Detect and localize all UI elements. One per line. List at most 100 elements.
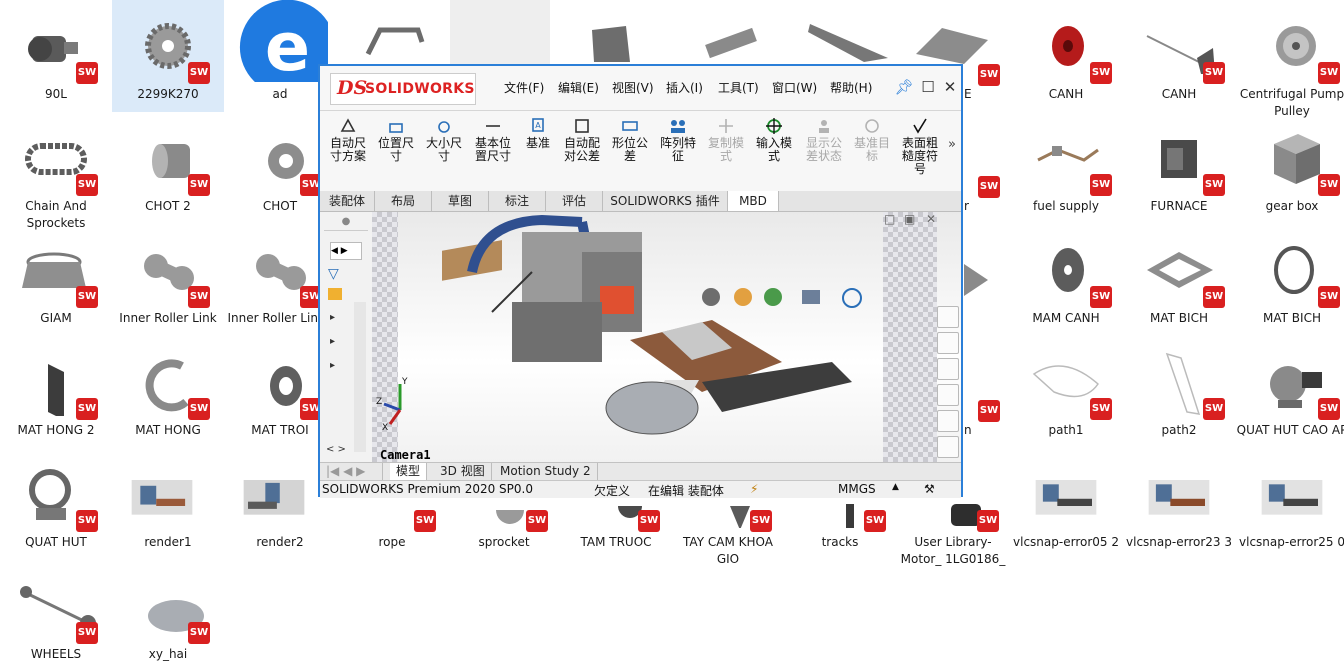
- location-dimension-button[interactable]: 位置尺 寸: [374, 117, 418, 163]
- desktop-icon-furnace[interactable]: SW FURNACE: [1123, 112, 1235, 224]
- desktop-icon-mam-canh[interactable]: SW MAM CANH: [1010, 224, 1122, 336]
- desktop-icon-path2[interactable]: SW path2: [1123, 336, 1235, 448]
- desktop-icon-vlcsnap-error052[interactable]: vlcsnap-error05 2: [1010, 448, 1122, 560]
- rebuild-icon[interactable]: ⚡: [750, 482, 759, 496]
- desktop-icon-giam[interactable]: SW GIAM: [0, 224, 112, 336]
- heads-up-view-toolbar[interactable]: [692, 288, 892, 312]
- desktop-icon-gear-box[interactable]: SW gear box: [1236, 112, 1344, 224]
- menu-file[interactable]: 文件(F): [504, 81, 545, 95]
- desktop-icon-wheels[interactable]: SW WHEELS: [0, 560, 112, 672]
- tab-layout[interactable]: 布局: [375, 191, 432, 211]
- panel-scrollbar[interactable]: [354, 302, 366, 452]
- tab-motion-study-2[interactable]: Motion Study 2: [494, 463, 598, 480]
- menu-view[interactable]: 视图(V): [612, 81, 654, 95]
- desktop-icon-chot-2[interactable]: SW CHOT 2: [112, 112, 224, 224]
- desktop-icon-vlcsnap-error233[interactable]: vlcsnap-error23 3: [1123, 448, 1235, 560]
- display-style-icon[interactable]: [734, 288, 752, 306]
- desktop-icon-canh-2[interactable]: SW CANH: [1123, 0, 1235, 112]
- desktop-icon-user-library-motor[interactable]: SW User Library-Motor_ 1LG0186_: [897, 448, 1009, 566]
- desktop-icon-quat-hut[interactable]: SW QUAT HUT: [0, 448, 112, 560]
- desktop-icon-vlcsnap-error250[interactable]: vlcsnap-error25 0: [1236, 448, 1344, 560]
- datum-target-button[interactable]: 基准目 标: [850, 117, 894, 163]
- close-window-icon[interactable]: ✕: [943, 78, 957, 96]
- assembly-tree-icon[interactable]: [328, 288, 342, 300]
- appearances-icon[interactable]: [937, 410, 959, 432]
- auto-pair-tolerance-button[interactable]: 自动配 对公差: [560, 117, 604, 163]
- file-explorer-icon[interactable]: [937, 358, 959, 380]
- desktop-icon-chot[interactable]: SW CHOT: [224, 112, 336, 224]
- desktop-icon-render2[interactable]: render2: [224, 448, 336, 560]
- desktop-icon-quat-hut-cao-ap[interactable]: SW QUAT HUT CAO AP: [1236, 336, 1344, 448]
- copy-scheme-button[interactable]: 复制模 式: [704, 117, 748, 163]
- desktop-icon-90l[interactable]: SW 90L: [0, 0, 112, 112]
- tree-expand-icon[interactable]: ▸: [330, 336, 336, 347]
- desktop-icon-tracks[interactable]: SW tracks: [784, 448, 896, 560]
- tab-mbd[interactable]: MBD: [728, 191, 779, 211]
- tab-sketch[interactable]: 草图: [432, 191, 489, 211]
- desktop-icon-sprocket[interactable]: SW sprocket: [448, 448, 560, 560]
- unit-dropdown-icon[interactable]: ▲: [892, 482, 899, 492]
- size-dimension-button[interactable]: 大小尺 寸: [422, 117, 466, 163]
- appearance-icon[interactable]: [764, 288, 782, 306]
- view-orientation-icon[interactable]: [702, 288, 720, 306]
- minimize-view-icon[interactable]: □: [884, 212, 896, 226]
- restore-view-icon[interactable]: ▣: [904, 212, 916, 226]
- desktop-icon-render1[interactable]: render1: [112, 448, 224, 560]
- tree-expand-icon[interactable]: ▸: [330, 360, 336, 371]
- title-bar[interactable]: DS SOLIDWORKS 文件(F) 编辑(E) 视图(V) 插入(I) 工具…: [320, 66, 961, 111]
- solidworks-logo[interactable]: DS SOLIDWORKS: [330, 73, 476, 105]
- desktop-icon-canh-1[interactable]: SW CANH: [1010, 0, 1122, 112]
- menu-tools[interactable]: 工具(T): [718, 81, 759, 95]
- pin-icon[interactable]: 📌︎: [894, 78, 914, 96]
- desktop-icon-mat-hong[interactable]: SW MAT HONG: [112, 336, 224, 448]
- show-tolerance-status-button[interactable]: 显示公 差状态: [802, 117, 846, 163]
- view-settings-icon[interactable]: [802, 290, 820, 304]
- desktop-icon-mat-bich-1[interactable]: SW MAT BICH: [1123, 224, 1235, 336]
- graphics-viewport[interactable]: Y Z X Camera1 □ ▣ ✕: [372, 212, 961, 462]
- desktop-icon-tam-truoc[interactable]: SW TAM TRUOC: [560, 448, 672, 560]
- desktop-icon-mat-bich-2[interactable]: SW MAT BICH: [1236, 224, 1344, 336]
- desktop-icon-tay-cam-khoa-gio[interactable]: SW TAY CAM KHOA GIO: [672, 448, 784, 566]
- panel-grip-icon[interactable]: ●: [324, 216, 368, 231]
- close-view-icon[interactable]: ✕: [926, 212, 937, 226]
- menu-help[interactable]: 帮助(H): [830, 81, 873, 95]
- panel-nav-arrows[interactable]: < >: [326, 444, 346, 455]
- tab-markup[interactable]: 标注: [489, 191, 546, 211]
- tab-evaluate[interactable]: 评估: [546, 191, 603, 211]
- restore-window-icon[interactable]: ☐: [921, 78, 935, 96]
- status-tag-icon[interactable]: ⚒: [924, 482, 935, 496]
- auto-dimension-scheme-button[interactable]: 自动尺 寸方案: [326, 117, 370, 163]
- view-palette-icon[interactable]: [937, 384, 959, 406]
- desktop-icon-mat-hong-2[interactable]: SW MAT HONG 2: [0, 336, 112, 448]
- home-icon[interactable]: [937, 306, 959, 328]
- menu-insert[interactable]: 插入(I): [666, 81, 703, 95]
- menu-edit[interactable]: 编辑(E): [558, 81, 599, 95]
- tree-expand-icon[interactable]: ▸: [330, 312, 336, 323]
- surface-finish-button[interactable]: 表面粗 糙度符 号: [898, 117, 942, 176]
- panel-scroll-arrows[interactable]: ◀ ▶: [330, 242, 362, 260]
- feature-manager-panel[interactable]: ● ◀ ▶ ▽ ▸ ▸ ▸ < >: [320, 212, 373, 462]
- ribbon-overflow-icon[interactable]: »: [948, 137, 956, 152]
- tab-solidworks-addins[interactable]: SOLIDWORKS 插件: [603, 191, 728, 211]
- desktop-icon-inner-roller-link[interactable]: SW Inner Roller Link: [112, 224, 224, 336]
- desktop-icon-2299k270[interactable]: SW 2299K270: [112, 0, 224, 112]
- filter-icon[interactable]: ▽: [328, 266, 339, 282]
- import-scheme-button[interactable]: 输入模 式: [752, 117, 796, 163]
- menu-window[interactable]: 窗口(W): [772, 81, 818, 95]
- design-library-icon[interactable]: [937, 332, 959, 354]
- tab-model[interactable]: 模型: [390, 463, 428, 480]
- desktop-icon-centrifugal-pump-pulley[interactable]: SW Centrifugal Pump Pulley: [1236, 0, 1344, 118]
- desktop-icon-chain-and-sprockets[interactable]: SW Chain And Sprockets: [0, 112, 112, 230]
- tab-3d-view[interactable]: 3D 视图: [434, 463, 492, 480]
- furnace-assembly-model[interactable]: [412, 212, 882, 462]
- zoom-fit-icon[interactable]: [842, 288, 862, 308]
- solidworks-window[interactable]: DS SOLIDWORKS 文件(F) 编辑(E) 视图(V) 插入(I) 工具…: [318, 64, 963, 498]
- basic-location-dimension-button[interactable]: 基本位 置尺寸: [470, 117, 516, 163]
- tab-assembly[interactable]: 装配体: [320, 191, 375, 211]
- geometric-tolerance-button[interactable]: 形位公 差: [608, 117, 652, 163]
- desktop-icon-xy-hai[interactable]: SW xy_hai: [112, 560, 224, 672]
- desktop-icon-ad[interactable]: e ad: [224, 0, 336, 112]
- pattern-feature-button[interactable]: 阵列特 征: [656, 117, 700, 163]
- unit-system[interactable]: MMGS: [838, 482, 876, 496]
- desktop-icon-mat-troi[interactable]: SW MAT TROI: [224, 336, 336, 448]
